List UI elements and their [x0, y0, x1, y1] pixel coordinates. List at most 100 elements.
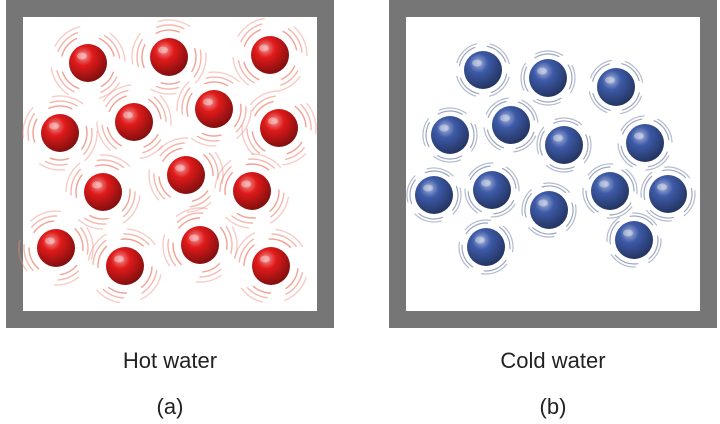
vibration-ripple: [433, 156, 462, 163]
vibration-ripple: [86, 227, 94, 260]
vibration-ripple: [535, 50, 564, 56]
vibration-ripple: [123, 233, 150, 246]
vibration-ripple: [486, 45, 507, 63]
vibration-ripple: [148, 169, 160, 201]
vibration-ripple: [662, 169, 687, 179]
hot-water-molecule: [96, 84, 172, 160]
vibration-ripple: [468, 162, 494, 177]
vibration-ripple: [202, 263, 221, 273]
vibration-ripple: [122, 191, 136, 218]
vibration-ripple: [567, 64, 573, 90]
molecule-sphere: [431, 116, 469, 154]
vibration-ripple: [234, 103, 242, 128]
vibration-ripple: [22, 107, 34, 139]
vibration-ripple: [528, 227, 555, 238]
vibration-ripple: [32, 118, 38, 143]
vibration-ripple: [241, 124, 254, 156]
vibration-ripple: [101, 124, 117, 150]
vibration-ripple: [620, 145, 637, 166]
molecule-highlight: [481, 179, 491, 187]
vibration-ripple: [517, 101, 536, 121]
vibration-ripple: [489, 43, 510, 65]
vibration-ripple: [103, 84, 132, 102]
vibration-ripple: [23, 244, 34, 271]
cold-water-molecule: [422, 107, 478, 163]
vibration-ripple: [521, 99, 539, 123]
vibration-ripple: [78, 219, 104, 230]
vibration-ripple: [44, 160, 68, 166]
cold-water-letter: (b): [539, 394, 567, 419]
vibration-ripple: [683, 190, 696, 217]
vibration-ripple: [461, 244, 474, 268]
vibration-ripple: [245, 163, 270, 171]
cold-water-molecule: [606, 212, 662, 268]
molecule-sphere: [260, 109, 298, 147]
vibration-ripple: [120, 238, 144, 247]
vibration-ripple: [645, 155, 670, 171]
vibration-ripple: [621, 169, 635, 192]
vibration-ripple: [294, 105, 307, 128]
molecule-sphere: [530, 191, 568, 229]
vibration-ripple: [570, 65, 576, 94]
vibration-ripple: [194, 52, 207, 84]
vibration-ripple: [437, 110, 463, 115]
hot-water-molecule: [65, 154, 141, 230]
vibration-ripple: [285, 272, 303, 295]
vibration-ripple: [139, 145, 163, 160]
vibration-ripple: [438, 107, 467, 114]
vibration-ripple: [643, 175, 653, 200]
vibration-ripple: [622, 92, 640, 111]
vibration-ripple: [532, 100, 561, 106]
vibration-ripple: [54, 276, 80, 286]
molecule-sphere: [115, 103, 153, 141]
vibration-ripple: [80, 227, 89, 255]
molecule-highlight: [268, 117, 278, 125]
vibration-ripple: [513, 135, 537, 153]
vibration-ripple: [100, 71, 115, 88]
molecule-sphere: [415, 176, 453, 214]
vibration-ripple: [142, 139, 162, 154]
vibration-ripple: [629, 215, 654, 226]
vibration-ripple: [204, 81, 229, 87]
molecule-highlight: [537, 67, 547, 75]
vibration-ripple: [51, 95, 84, 105]
vibration-ripple: [532, 227, 557, 235]
cold-water-molecule: [406, 167, 462, 223]
hot-water-molecule: [148, 137, 224, 213]
vibration-ripple: [236, 212, 256, 219]
vibration-ripple: [208, 71, 240, 83]
vibration-ripple: [278, 76, 301, 92]
vibration-ripple: [609, 202, 632, 216]
vibration-ripple: [523, 66, 529, 92]
vibration-ripple: [84, 131, 98, 162]
hot-water-molecule: [162, 207, 238, 283]
vibration-ripple: [60, 264, 78, 276]
vibration-ripple: [590, 59, 612, 79]
molecule-highlight: [439, 124, 449, 132]
cold-water-panel: [389, 0, 717, 328]
vibration-ripple: [155, 85, 180, 90]
vibration-ripple: [459, 77, 480, 95]
vibration-ripple: [683, 188, 693, 213]
vibration-ripple: [648, 238, 662, 264]
vibration-ripple: [521, 189, 532, 216]
molecule-sphere: [195, 90, 233, 128]
vibration-ripple: [240, 287, 264, 303]
vibration-ripple: [158, 137, 189, 151]
vibration-ripple: [231, 226, 238, 259]
vibration-ripple: [92, 239, 107, 265]
vibration-ripple: [422, 118, 429, 147]
vibration-ripple: [30, 210, 62, 222]
vibration-ripple: [464, 188, 479, 214]
hot-water-molecules: [18, 17, 317, 304]
vibration-ripple: [74, 228, 84, 252]
cold-water-molecule: [458, 219, 514, 275]
vibration-ripple: [282, 30, 298, 51]
vibration-ripple: [614, 254, 639, 265]
vibration-ripple: [452, 187, 462, 215]
vibration-ripple: [490, 73, 508, 94]
vibration-ripple: [418, 213, 444, 220]
vibration-ripple: [235, 106, 247, 133]
molecule-highlight: [175, 164, 185, 172]
vibration-ripple: [648, 235, 659, 260]
